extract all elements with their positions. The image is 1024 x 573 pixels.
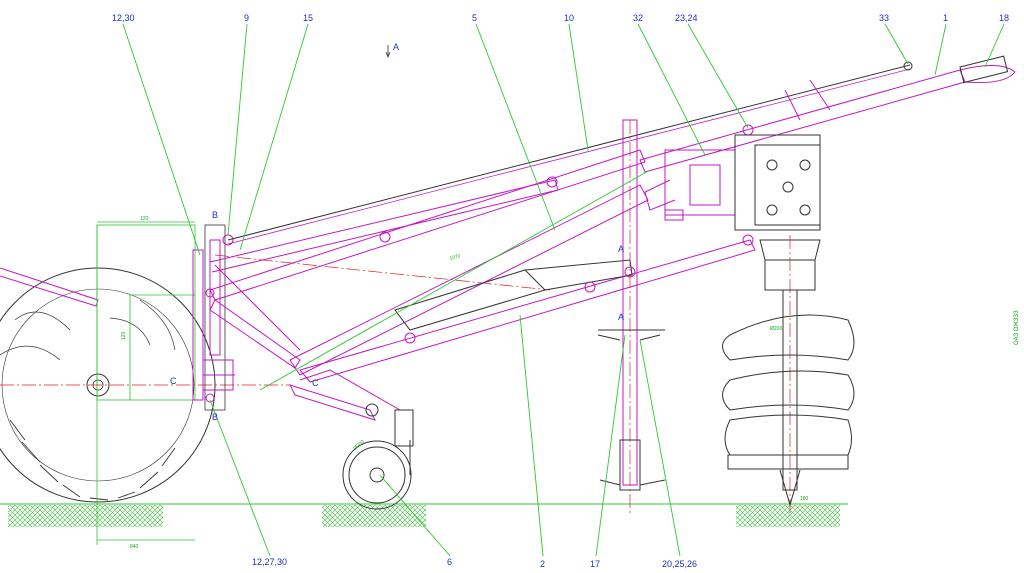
callout-33: 33: [879, 13, 889, 23]
ground-hatch-middle: [322, 505, 426, 527]
section-marker-c-left: C: [170, 376, 177, 386]
callout-18: 18: [999, 13, 1009, 23]
section-marker-a-stake-upper: A: [618, 244, 624, 254]
callout-2: 2: [540, 559, 545, 569]
dim-frame-height: 120: [121, 331, 127, 340]
callout-23-24: 23,24: [675, 13, 698, 23]
callout-6: 6: [447, 557, 452, 567]
handle-arm-left: [0, 267, 99, 307]
callout-32: 32: [633, 13, 643, 23]
ground-hatch-right: [736, 505, 840, 527]
leader-lines: [122, 23, 1005, 557]
dim-auger-tip: 180: [800, 496, 809, 502]
dim-wheel-dia: Ø300: [352, 439, 365, 452]
vertical-stake: [597, 119, 666, 515]
callout-12-27-30: 12,27,30: [252, 557, 287, 567]
callout-17: 17: [590, 559, 600, 569]
side-note: ОАЗ ОЖЗЗЗ: [1014, 310, 1020, 345]
section-marker-a-top: A: [385, 42, 399, 59]
upper-arm: [209, 149, 646, 301]
callout-20-25-26: 20,25,26: [662, 559, 697, 569]
frame-outline: [96, 221, 196, 545]
handle-bar: [639, 55, 1016, 173]
callout-12-30: 12,30: [112, 13, 135, 23]
dim-auger-diameter: Ø200: [770, 326, 782, 332]
small-wheel: [289, 369, 414, 510]
callout-10: 10: [564, 13, 574, 23]
dim-arm-length: 1070: [449, 253, 462, 262]
callout-5: 5: [472, 13, 477, 23]
callout-9: 9: [244, 13, 249, 23]
ground-hatch-left: [8, 505, 163, 527]
section-marker-b-lower: B: [212, 412, 218, 422]
red-centerline: [214, 254, 551, 291]
callout-15: 15: [303, 13, 313, 23]
left-mast: [192, 224, 235, 411]
callout-1: 1: [943, 13, 948, 23]
dim-bottom-width: 840: [130, 544, 139, 550]
section-marker-b-upper: B: [212, 210, 218, 220]
svg-text:A: A: [393, 42, 399, 52]
section-marker-a-stake-lower: A: [618, 312, 624, 322]
tie-rod: [227, 64, 911, 241]
auger: [722, 235, 855, 515]
gearbox: [644, 134, 821, 231]
section-marker-c-right: C: [312, 378, 319, 388]
dim-top-width: 120: [140, 216, 149, 222]
